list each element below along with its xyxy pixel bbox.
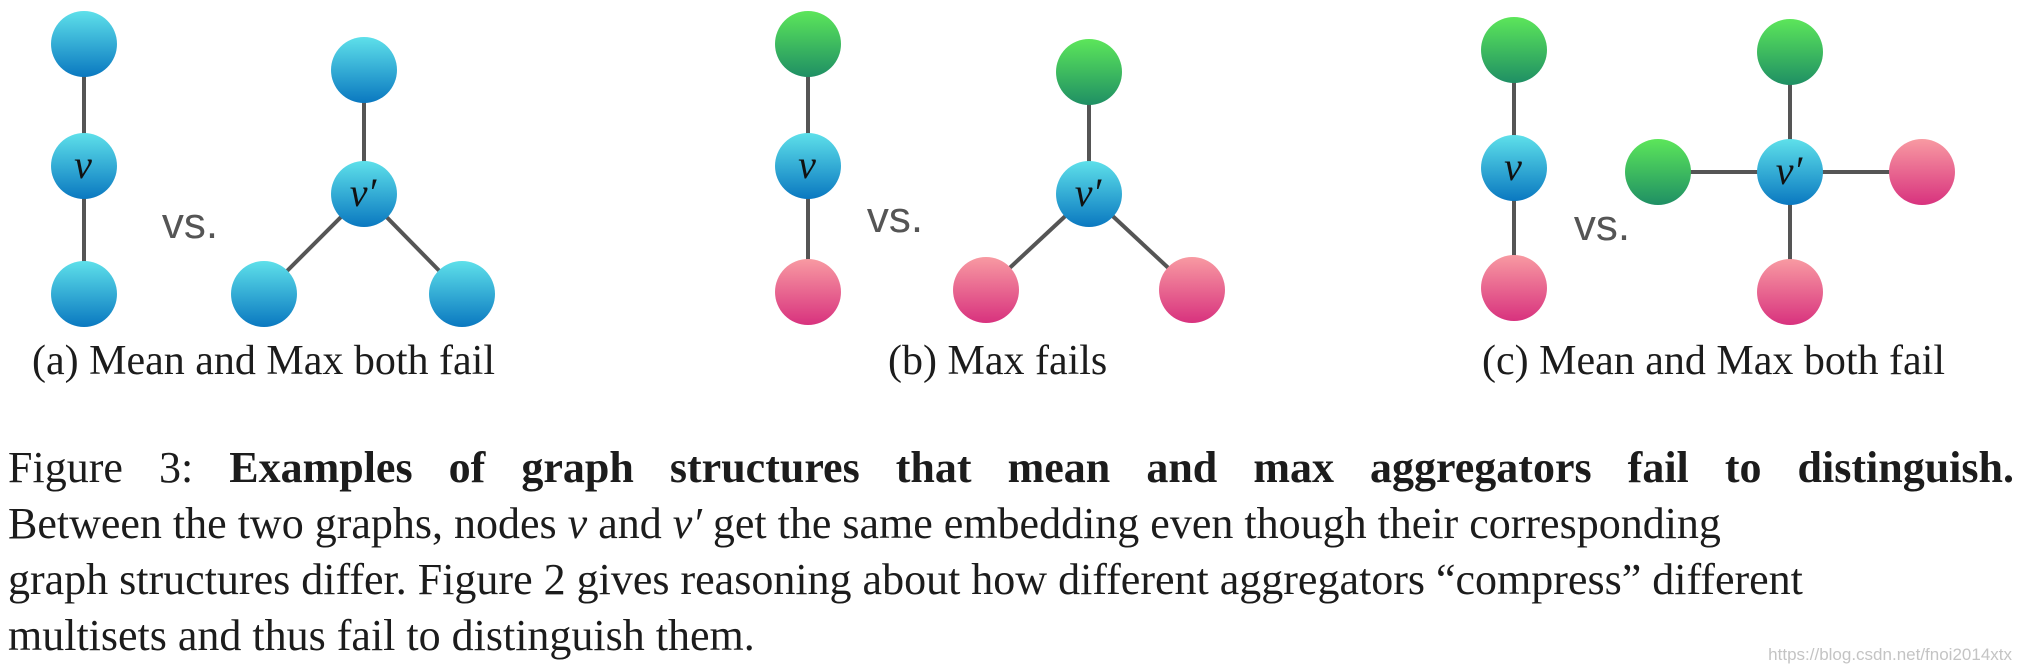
caption-text: get the same embedding even though their… [712,499,1721,548]
node-c-left-red-1 [1481,255,1547,321]
center-label-b-left: v [798,142,816,187]
node-c-right-green-1 [1625,139,1691,205]
center-label-b-right: v′ [1075,170,1103,215]
center-label-a-left: v [74,142,92,187]
node-c-right-green-0 [1757,19,1823,85]
subcaption-a: (a) Mean and Max both fail [32,338,496,384]
node-c-right-red-3 [1757,259,1823,325]
center-node-c-right [1757,139,1823,205]
center-label-a-right: v′ [350,170,378,215]
node-a-right-blue-2 [429,261,495,327]
caption-text: and [598,499,662,548]
caption-line-3: graph structures differ. Figure 2 gives … [8,555,1803,604]
center-node-b-left [775,133,841,199]
graph-figure: v v′ v v′ v v′ vs. vs. vs. [51,11,1955,327]
nodes-layer: v v′ v v′ v v′ [51,11,1955,327]
node-a-right-blue-0 [331,37,397,103]
watermark: https://blog.csdn.net/fnoi2014xtx [1768,645,2012,664]
node-a-left-blue-0 [51,11,117,77]
vs-label-b: vs. [867,193,923,242]
node-b-right-red-2 [1159,257,1225,323]
center-node-c-left [1481,135,1547,201]
center-node-a-left [51,133,117,199]
node-b-right-red-1 [953,257,1019,323]
node-b-right-green-0 [1056,39,1122,105]
math-vprime: v′ [672,499,702,548]
caption-line-2: Between the two graphs, nodes v and v′ g… [8,496,2014,552]
subcaption-c: (c) Mean and Max both fail [1482,338,1946,384]
center-node-a-right [331,161,397,227]
labels-layer: vs. vs. vs. [162,193,1630,250]
vs-label-a: vs. [162,199,218,248]
node-a-left-blue-1 [51,261,117,327]
caption-title: Examples of graph structures that mean a… [229,443,2014,492]
subcaption-b: (b) Max fails [888,338,1108,384]
center-label-c-right: v′ [1776,148,1804,193]
figure-label: Figure 3: [8,443,194,492]
node-c-left-green-0 [1481,17,1547,83]
figure-caption: Figure 3: Examples of graph structures t… [8,440,2014,664]
node-b-left-green-0 [775,11,841,77]
caption-text: Between the two graphs, nodes [8,499,557,548]
node-a-right-blue-1 [231,261,297,327]
center-label-c-left: v [1504,144,1522,189]
caption-line-1: Figure 3: Examples of graph structures t… [8,440,2014,496]
center-node-b-right [1056,161,1122,227]
caption-line-4: multisets and thus fail to distinguish t… [8,611,755,660]
math-v: v [567,499,588,548]
vs-label-c: vs. [1574,201,1630,250]
node-b-left-red-1 [775,259,841,325]
node-c-right-red-2 [1889,139,1955,205]
